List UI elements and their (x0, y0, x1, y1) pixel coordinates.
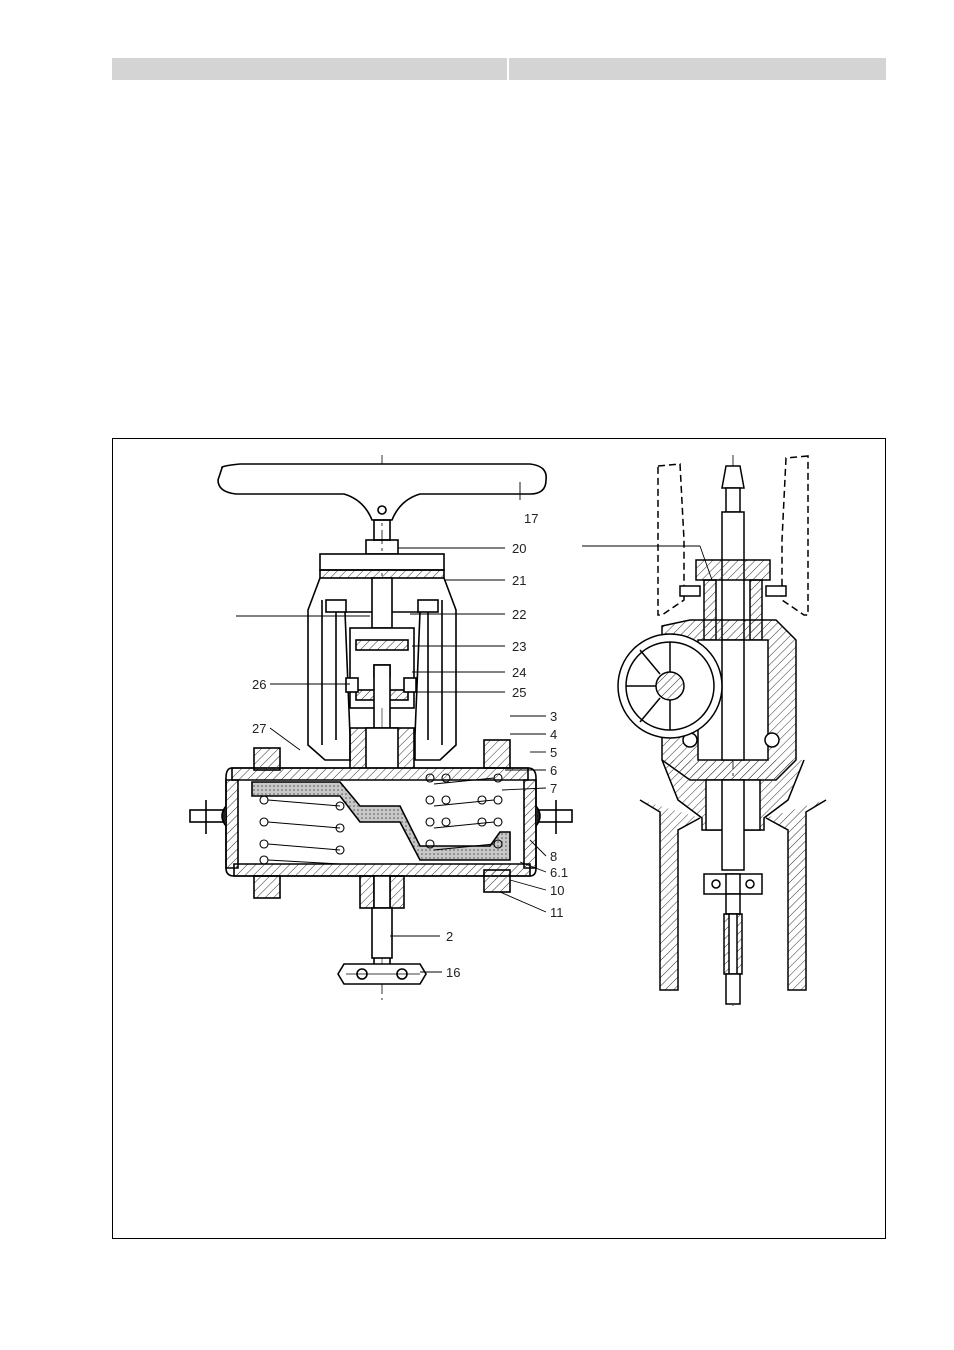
callout-17: 17 (524, 511, 538, 526)
callout-11: 11 (550, 905, 564, 920)
callout-23: 23 (512, 639, 526, 654)
right-section-view (582, 455, 826, 1006)
callout-5: 5 (550, 745, 557, 760)
callout-6-1: 6.1 (550, 865, 568, 880)
callout-8: 8 (550, 849, 557, 864)
callout-20: 20 (512, 541, 526, 556)
callout-10: 10 (550, 883, 564, 898)
callout-2: 2 (446, 929, 453, 944)
callout-16: 16 (446, 965, 460, 980)
callout-25: 25 (512, 685, 526, 700)
left-section-view (190, 455, 572, 1000)
callout-3: 3 (550, 709, 557, 724)
callout-24: 24 (512, 665, 526, 680)
handwheel (218, 464, 546, 540)
callout-6: 6 (550, 763, 557, 778)
callout-7: 7 (550, 781, 557, 796)
callout-22: 22 (512, 607, 526, 622)
callout-26: 26 (252, 677, 266, 692)
callout-4: 4 (550, 727, 557, 742)
callout-27: 27 (252, 721, 266, 736)
callout-21: 21 (512, 573, 526, 588)
